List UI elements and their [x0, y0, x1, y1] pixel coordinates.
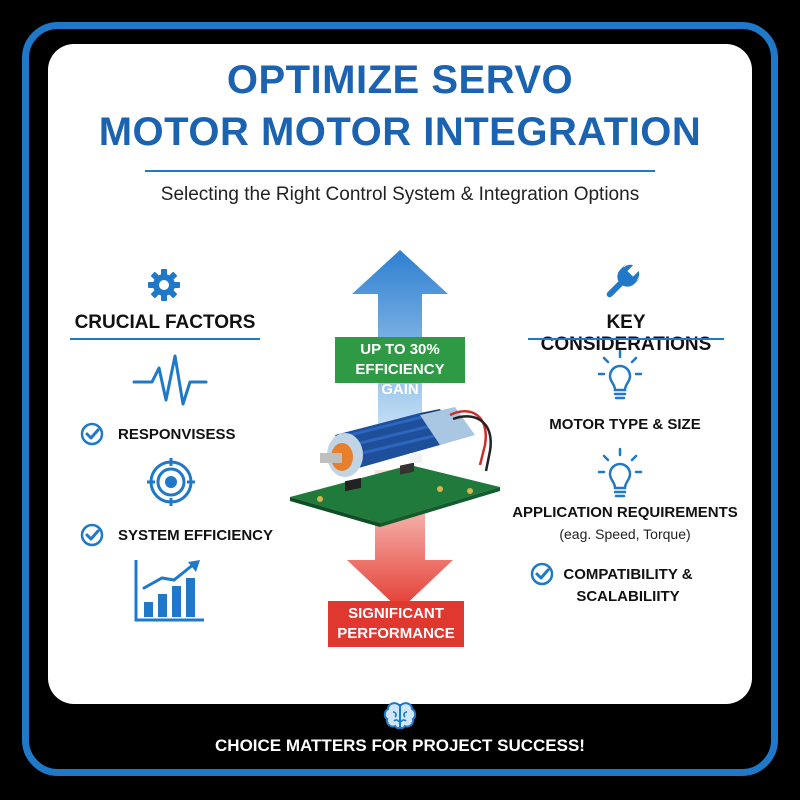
compatibility-label-line1: COMPATIBILITY & — [563, 566, 693, 583]
bar-chart-icon — [134, 560, 204, 622]
performance-loss-line1: SIGNIFICANT — [348, 605, 444, 622]
title-divider — [145, 170, 655, 172]
check-icon — [80, 422, 104, 446]
servo-motor-illustration — [290, 407, 500, 527]
wrench-icon — [606, 263, 641, 298]
motor-type-size-label: MOTOR TYPE & SIZE — [549, 416, 701, 433]
page-title-line2: MOTOR MOTOR INTEGRATION — [98, 110, 702, 154]
efficiency-gain-line1: UP TO 30% — [360, 341, 440, 358]
key-considerations-divider — [528, 338, 724, 340]
check-icon — [80, 523, 104, 547]
efficiency-gain-line2: EFFICIENCY GAIN — [355, 361, 445, 398]
footer-tagline: CHOICE MATTERS FOR PROJECT SUCCESS! — [215, 736, 585, 755]
pulse-icon — [132, 354, 208, 406]
system-efficiency-label: SYSTEM EFFICIENCY — [118, 527, 274, 544]
page-subtitle: Selecting the Right Control System & Int… — [160, 184, 640, 205]
application-requirements-label: APPLICATION REQUIREMENTS — [512, 504, 738, 521]
responsiveness-label: RESPONVISESS — [118, 426, 236, 443]
lightbulb-icon — [597, 349, 643, 400]
check-icon — [530, 562, 554, 586]
page-title-line1: OPTIMIZE SERVO — [226, 58, 574, 102]
gear-icon — [148, 269, 180, 301]
loss-arrow — [347, 470, 453, 610]
application-requirements-note: (eag. Speed, Torque) — [559, 526, 691, 542]
crucial-factors-divider — [70, 338, 260, 340]
crucial-factors-heading: CRUCIAL FACTORS — [74, 312, 256, 333]
efficiency-gain-badge: UP TO 30% EFFICIENCY GAIN — [335, 337, 465, 398]
performance-loss-badge: SIGNIFICANT PERFORMANCE LOSS — [328, 601, 464, 662]
target-icon — [147, 458, 195, 506]
performance-loss-line2: PERFORMANCE LOSS — [337, 625, 455, 662]
compatibility-label-line2: SCALABILIITY — [576, 588, 680, 605]
brain-icon — [383, 702, 417, 730]
lightbulb-icon — [597, 447, 643, 498]
